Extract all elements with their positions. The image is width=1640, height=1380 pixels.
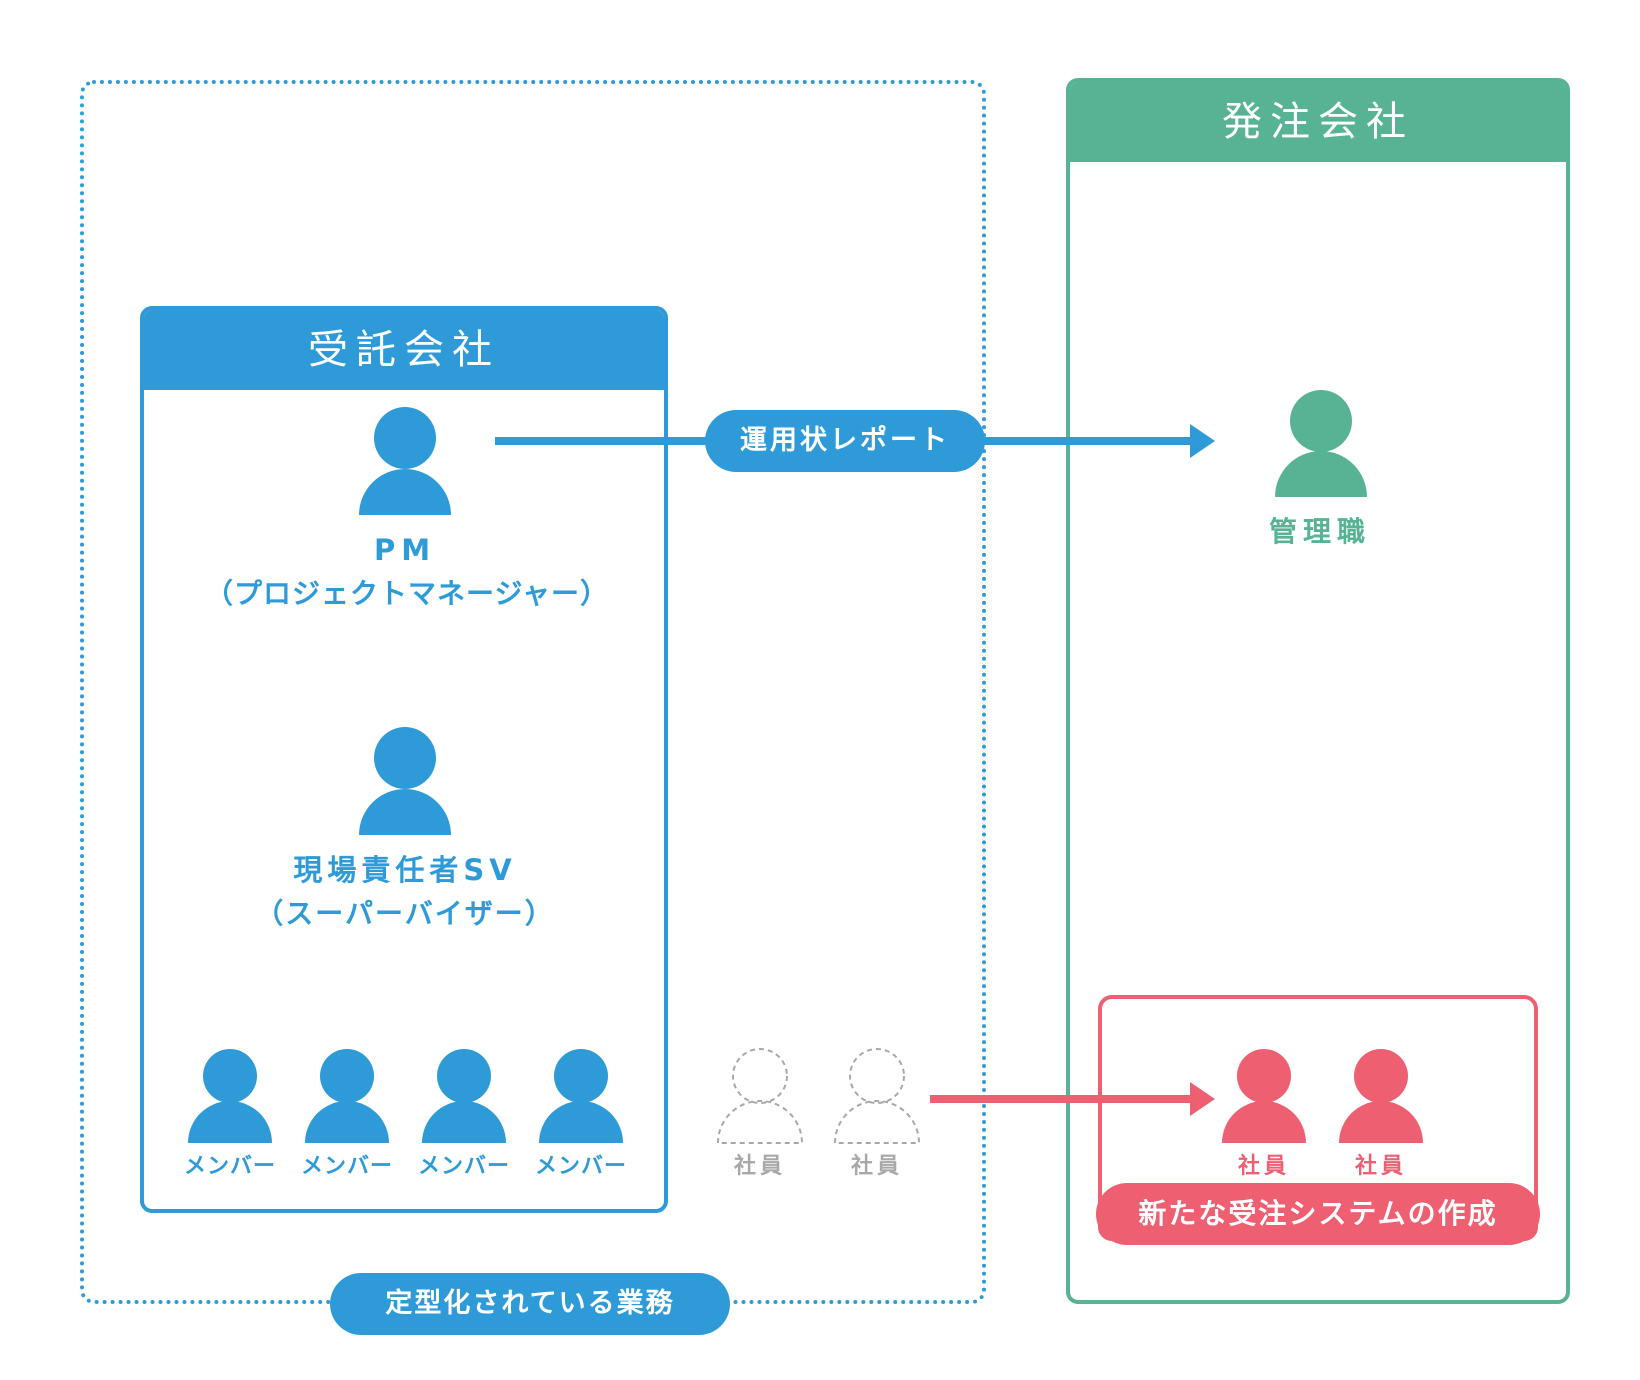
pm-person-icon bbox=[359, 407, 451, 515]
client-employee-label: 社員 bbox=[1354, 1154, 1407, 1179]
sv-person-icon bbox=[359, 727, 451, 835]
pm-label-line1: PM bbox=[373, 533, 437, 567]
new-system-label-pill: 新たな受注システムの作成 bbox=[1096, 1183, 1540, 1245]
client-company-box: 発注会社 bbox=[1066, 78, 1570, 1304]
outsourced-employee-icon bbox=[716, 1048, 804, 1144]
pm-label: PM （プロジェクトマネージャー） bbox=[205, 528, 610, 616]
sv-label-line2: （スーパーバイザー） bbox=[255, 897, 555, 930]
client-employee-label: 社員 bbox=[1237, 1154, 1290, 1179]
transfer-arrow bbox=[930, 1082, 1215, 1116]
sv-label: 現場責任者SV （スーパーバイザー） bbox=[205, 848, 605, 936]
member-label: メンバー bbox=[183, 1154, 276, 1179]
member-label: メンバー bbox=[534, 1154, 627, 1179]
outsourced-employee-label: 社員 bbox=[733, 1154, 786, 1179]
report-label-pill: 運用状レポート bbox=[705, 410, 985, 472]
client-employee-icon bbox=[1339, 1049, 1423, 1143]
member-person-icon bbox=[188, 1049, 272, 1143]
manager-label: 管理職 bbox=[1268, 515, 1371, 548]
member-label: メンバー bbox=[300, 1154, 393, 1179]
manager-person-icon bbox=[1275, 390, 1367, 497]
member-person-icon bbox=[305, 1049, 389, 1143]
routine-work-label-pill: 定型化されている業務 bbox=[330, 1273, 730, 1335]
pm-label-line2: （プロジェクトマネージャー） bbox=[205, 577, 610, 610]
client-company-title: 発注会社 bbox=[1070, 82, 1566, 162]
outsourced-employee-icon bbox=[833, 1048, 921, 1144]
contractor-company-title: 受託会社 bbox=[144, 310, 664, 390]
member-label: メンバー bbox=[417, 1154, 510, 1179]
outsourced-employee-label: 社員 bbox=[850, 1154, 903, 1179]
member-person-icon bbox=[422, 1049, 506, 1143]
sv-label-line1: 現場責任者SV bbox=[293, 853, 517, 887]
member-person-icon bbox=[539, 1049, 623, 1143]
client-employee-icon bbox=[1222, 1049, 1306, 1143]
